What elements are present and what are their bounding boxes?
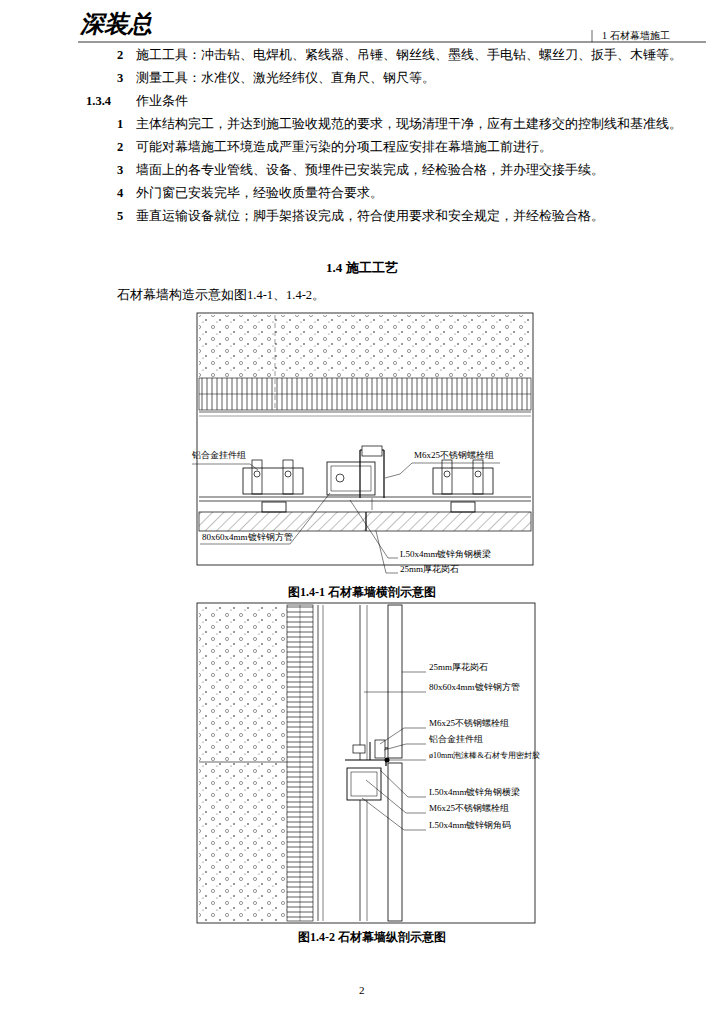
list-number: 2 bbox=[117, 48, 123, 63]
part-label: L50x4mm镀锌钢角码 bbox=[429, 820, 512, 831]
section-heading: 作业条件 bbox=[136, 94, 188, 109]
list-number: 3 bbox=[117, 163, 123, 178]
part-label: 铝合金挂件组 bbox=[429, 734, 483, 745]
part-label: M6x25不锈钢螺栓组 bbox=[414, 450, 494, 461]
list-number: 5 bbox=[117, 209, 123, 224]
list-number: 4 bbox=[117, 186, 123, 201]
list-text: 垂直运输设备就位；脚手架搭设完成，符合使用要求和安全规定，并经检验合格。 bbox=[136, 209, 604, 224]
logo-text: 深装总 bbox=[80, 10, 152, 39]
part-label: L50x4mm镀锌角钢横梁 bbox=[400, 549, 492, 560]
list-text: 外门窗已安装完毕，经验收质量符合要求。 bbox=[136, 186, 383, 201]
part-label: 80x60x4mm镀锌钢方管 bbox=[202, 532, 293, 543]
part-label: 铝合金挂件组 bbox=[192, 450, 246, 461]
part-label: 25mm厚花岗石 bbox=[429, 662, 488, 673]
list-number: 3 bbox=[117, 71, 123, 86]
list-text: 墙面上的各专业管线、设备、预埋件已安装完成，经检验合格，并办理交接手续。 bbox=[136, 163, 604, 178]
section-title: 1.4 施工工艺 bbox=[326, 260, 398, 276]
list-text: 可能对幕墙施工环境造成严重污染的分项工程应安排在幕墙施工前进行。 bbox=[136, 140, 552, 155]
list-text: 施工工具：冲击钻、电焊机、紧线器、吊锤、钢丝线、墨线、手电钻、螺丝刀、扳手、木锤… bbox=[136, 48, 682, 63]
part-label: L50x4mm镀锌角钢横梁 bbox=[429, 787, 521, 798]
list-text: 测量工具：水准仪、激光经纬仪、直角尺、钢尺等。 bbox=[136, 71, 435, 86]
part-label: ø10mm泡沫棒&石材专用密封胶 bbox=[429, 751, 540, 761]
body-text: 石材幕墙构造示意如图1.4-1、1.4-2。 bbox=[117, 288, 325, 303]
part-label: M6x25不锈钢螺栓组 bbox=[429, 803, 509, 814]
figure-caption: 图1.4-1 石材幕墙横剖示意图 bbox=[288, 585, 436, 599]
list-number: 1 bbox=[117, 117, 123, 132]
part-label: 25mm厚花岗石 bbox=[400, 564, 459, 575]
list-number: 2 bbox=[117, 140, 123, 155]
page-number: 2 bbox=[359, 984, 365, 997]
part-label: M6x25不锈钢螺栓组 bbox=[429, 718, 509, 729]
figure-caption: 图1.4-2 石材幕墙纵剖示意图 bbox=[298, 930, 446, 944]
running-header: 1 石材幕墙施工 bbox=[602, 30, 670, 42]
section-number: 1.3.4 bbox=[86, 94, 111, 109]
list-text: 主体结构完工，并达到施工验收规范的要求，现场清理干净，应有土建移交的控制线和基准… bbox=[136, 117, 682, 132]
part-label: 80x60x4mm镀锌钢方管 bbox=[429, 682, 520, 693]
